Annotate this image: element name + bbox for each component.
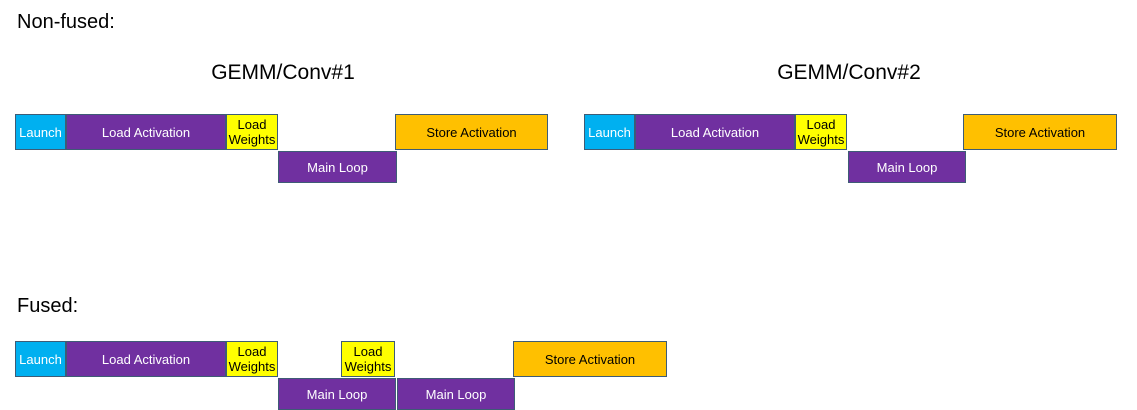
fused-launch-label: Launch [19,351,62,367]
fused-load-activation-bar[interactable]: Load Activation [66,341,226,377]
kernel1-store-activation-label: Store Activation [426,124,517,140]
fused-launch-bar[interactable]: Launch [15,341,66,377]
fused-section-label: Fused: [17,295,79,317]
kernel2-load-activation-bar[interactable]: Load Activation [635,114,795,150]
non-fused-section-label: Non-fused: [17,11,115,33]
kernel2-main-loop-label: Main Loop [876,159,938,175]
kernel1-main-loop-label: Main Loop [307,159,368,175]
fused-main-loop-2-label: Main Loop [425,386,487,402]
kernel2-launch-label: Launch [588,124,631,140]
kernel1-main-loop-bar[interactable]: Main Loop [278,151,397,183]
kernel2-launch-bar[interactable]: Launch [584,114,635,150]
kernel1-store-activation-bar[interactable]: Store Activation [395,114,548,150]
kernel1-launch-bar[interactable]: Launch [15,114,66,150]
kernel2-store-activation-bar[interactable]: Store Activation [963,114,1117,150]
fused-main-loop-1-bar[interactable]: Main Loop [278,378,396,410]
kernel2-store-activation-label: Store Activation [994,124,1086,140]
kernel1-load-activation-bar[interactable]: Load Activation [66,114,226,150]
kernel2-load-activation-label: Load Activation [670,124,760,140]
kernel-1-title: GEMM/Conv#1 [211,61,355,84]
fused-store-activation-bar[interactable]: Store Activation [513,341,667,377]
kernel-2-title: GEMM/Conv#2 [777,61,921,84]
fused-main-loop-2-bar[interactable]: Main Loop [397,378,515,410]
fused-main-loop-1-label: Main Loop [306,386,368,402]
fused-load-activation-label: Load Activation [101,351,191,367]
fused-store-activation-label: Store Activation [544,351,636,367]
kernel1-launch-label: Launch [19,124,62,140]
kernel2-main-loop-bar[interactable]: Main Loop [848,151,966,183]
kernel1-load-activation-label: Load Activation [101,124,191,140]
